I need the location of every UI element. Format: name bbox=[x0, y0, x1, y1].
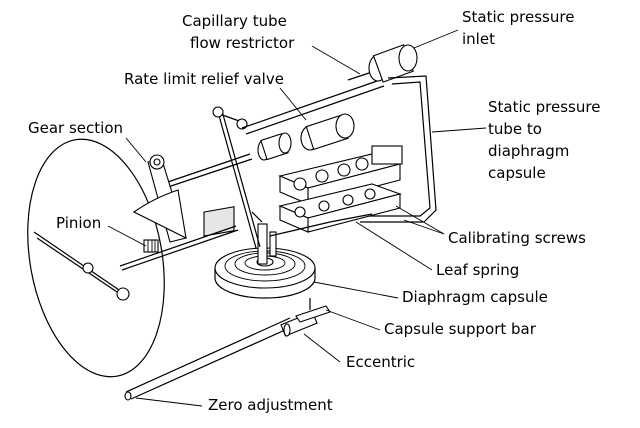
linkage-post bbox=[251, 211, 277, 265]
static-tube-main bbox=[241, 79, 385, 135]
label-zero-adj: Zero adjustment bbox=[208, 396, 333, 414]
leaf-spring bbox=[269, 213, 373, 237]
label-support-bar: Capsule support bar bbox=[384, 320, 537, 338]
pointer-needle bbox=[33, 231, 130, 301]
pinion-gear bbox=[143, 239, 159, 253]
rate-limit-valve bbox=[257, 113, 355, 161]
rocking-shaft bbox=[119, 153, 253, 271]
lever-arms bbox=[212, 106, 261, 249]
label-rate-limit: Rate limit relief valve bbox=[124, 70, 284, 88]
calibrating-screws bbox=[293, 157, 376, 218]
label-pinion: Pinion bbox=[56, 214, 101, 232]
capsule-support-bar bbox=[295, 298, 331, 323]
gear-section bbox=[132, 154, 187, 243]
static-inlet bbox=[347, 44, 418, 83]
static-tube-to-capsule bbox=[360, 75, 437, 223]
label-leaf-spring: Leaf spring bbox=[436, 261, 519, 279]
label-calibrating: Calibrating screws bbox=[448, 229, 586, 247]
label-eccentric: Eccentric bbox=[346, 353, 415, 371]
zero-adjustment-rod bbox=[124, 317, 295, 401]
leader-lines bbox=[107, 29, 487, 407]
label-diaphragm: Diaphragm capsule bbox=[402, 288, 548, 306]
dial-face bbox=[27, 138, 165, 378]
label-gear-section: Gear section bbox=[28, 119, 123, 137]
